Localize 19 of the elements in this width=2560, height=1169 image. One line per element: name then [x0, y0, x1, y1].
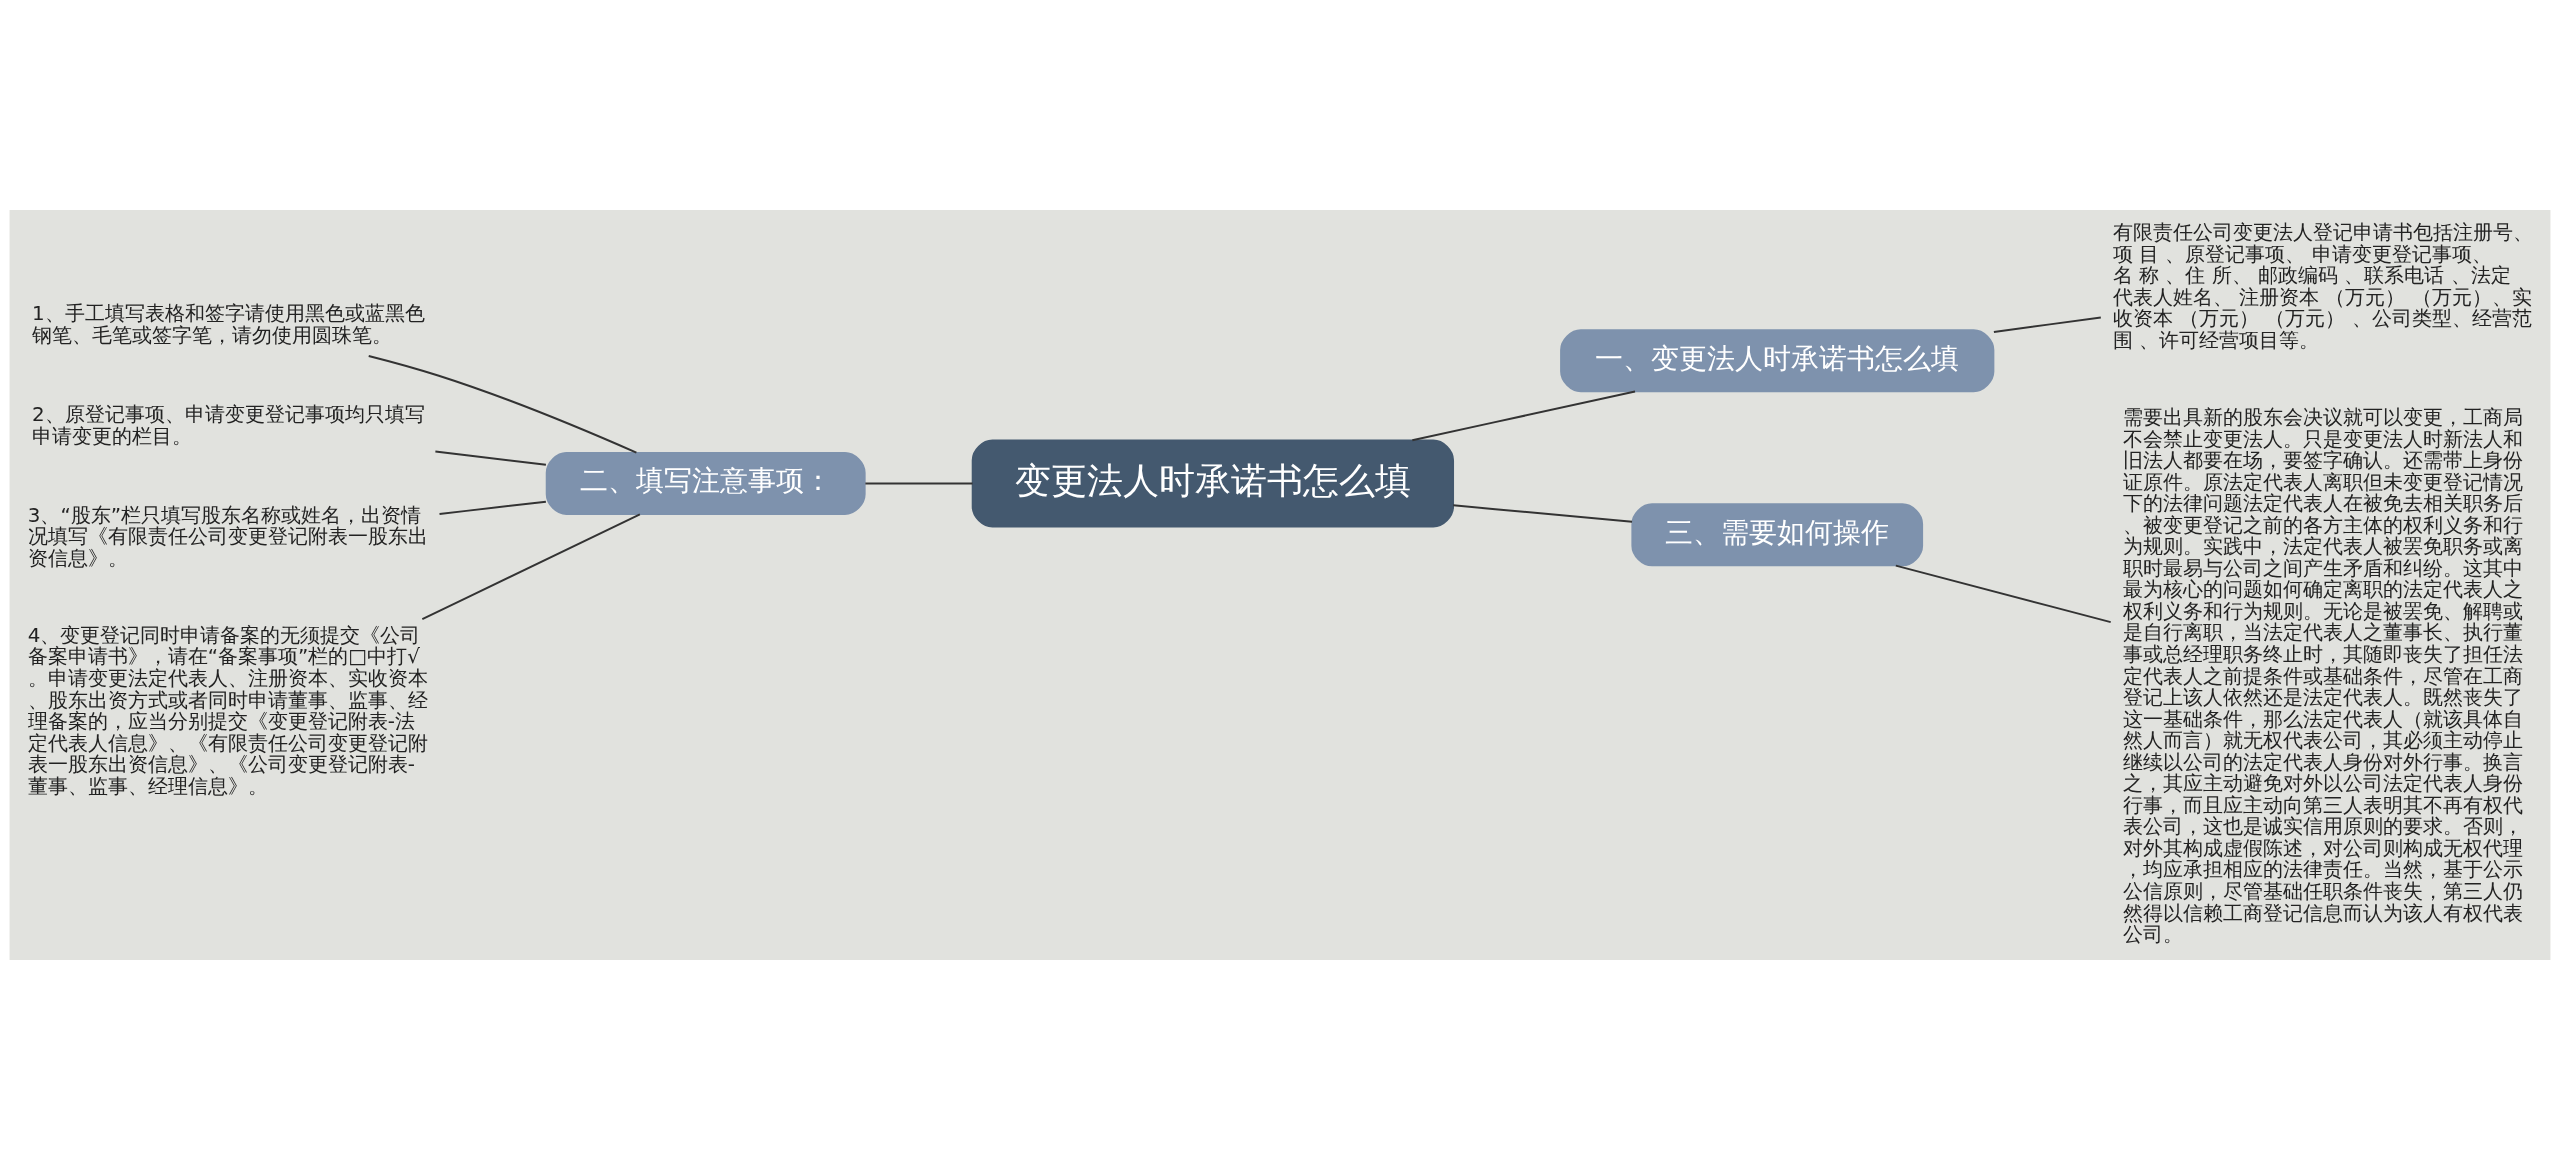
node-text: 4、变更登记同时申请备案的无须提交《公司备案申请书》，请在“备案事项”栏的□中打√。申请变更法定代表人、注册资本、实收资本、股东出资方式或者同时申请董事、监事、经理备案的，应当分别提交《变更登记附表-法定代表人信息》、《有限责任公司变更登记附表一股东出资信息》、《公司变更登记附表-董事、监事、经理信息》。 [27, 623, 428, 798]
connector [864, 482, 974, 484]
node-box: 三、需要如何操作 [1631, 502, 1924, 566]
node-text: 1、手工填写表格和签字请使用黑色或蓝黑色钢笔、毛笔或签字笔，请勿使用圆珠笔。 [31, 301, 425, 347]
connector [1992, 316, 2102, 333]
node-text: 有限责任公司变更法人登记申请书包括注册号、项 目 、原登记事项、 申请变更登记事项、名 称 、住 所、 邮政编码 、联系电话 、法定代表人姓名、 注册资本 （万元） （万元）、实收资本 （万元） （万元） 、公司类型、经营范围 、许可经营项目等。 [2112, 220, 2533, 352]
connector [1452, 503, 1634, 523]
node-box: 二、填写注意事项： [545, 451, 866, 515]
connector [367, 354, 638, 454]
node-text: 3、“股东”栏只填写股东名称或姓名，出资情况填写《有限责任公司变更登记附表一股东出资信息》。 [27, 503, 428, 570]
node-box: 一、变更法人时承诺书怎么填 [1560, 328, 1995, 392]
connector [438, 500, 547, 515]
connector [434, 450, 547, 466]
connector [1411, 390, 1637, 441]
connector [421, 512, 641, 620]
node-text: 2、原登记事项、申请变更登记事项均只填写申请变更的栏目。 [31, 402, 425, 448]
node-box: 变更法人时承诺书怎么填 [971, 439, 1455, 527]
connector [1894, 564, 2112, 623]
node-text: 需要出具新的股东会决议就可以变更，工商局不会禁止变更法人。只是变更法人时新法人和旧法人都要在场，要签字确认。还需带上身份证原件。原法定代表人离职但未变更登记情况下的法律问题法定代表人在被免去相关职务后、被变更登记之前的各方主体的权利义务和行为规则。实践中，法定代表人被罢免职务或离职时最易与公司之间产生矛盾和纠纷。这其中最为核心的问题如何确定离职的法定代表人之权利义务和行为规则。无论是被罢免、解聘或是自行离职，当法定代表人之董事长、执行董事或总经理职务终止时，其随即丧失了担任法定代表人之前提条件或基础条件，尽管在工商登记上该人依然还是法定代表人。既然丧失了这一基础条件，那么法定代表人（就该具体自然人而言）就无权代表公司，其必须主动停止继续以公司的法定代表人身份对外行事。换言之，其应主动避免对外以公司法定代表人身份行事，而且应主动向第三人表明其不再有权代表公司，这也是诚实信用原则的要求。否则，对外其构成虚假陈述，对公司则构成无权代理，均应承担相应的法律责任。当然，基于公示公信原则，尽管基础任职条件丧失，第三人仍然得以信赖工商登记信息而认为该人有权代表公司。 [2122, 405, 2523, 946]
